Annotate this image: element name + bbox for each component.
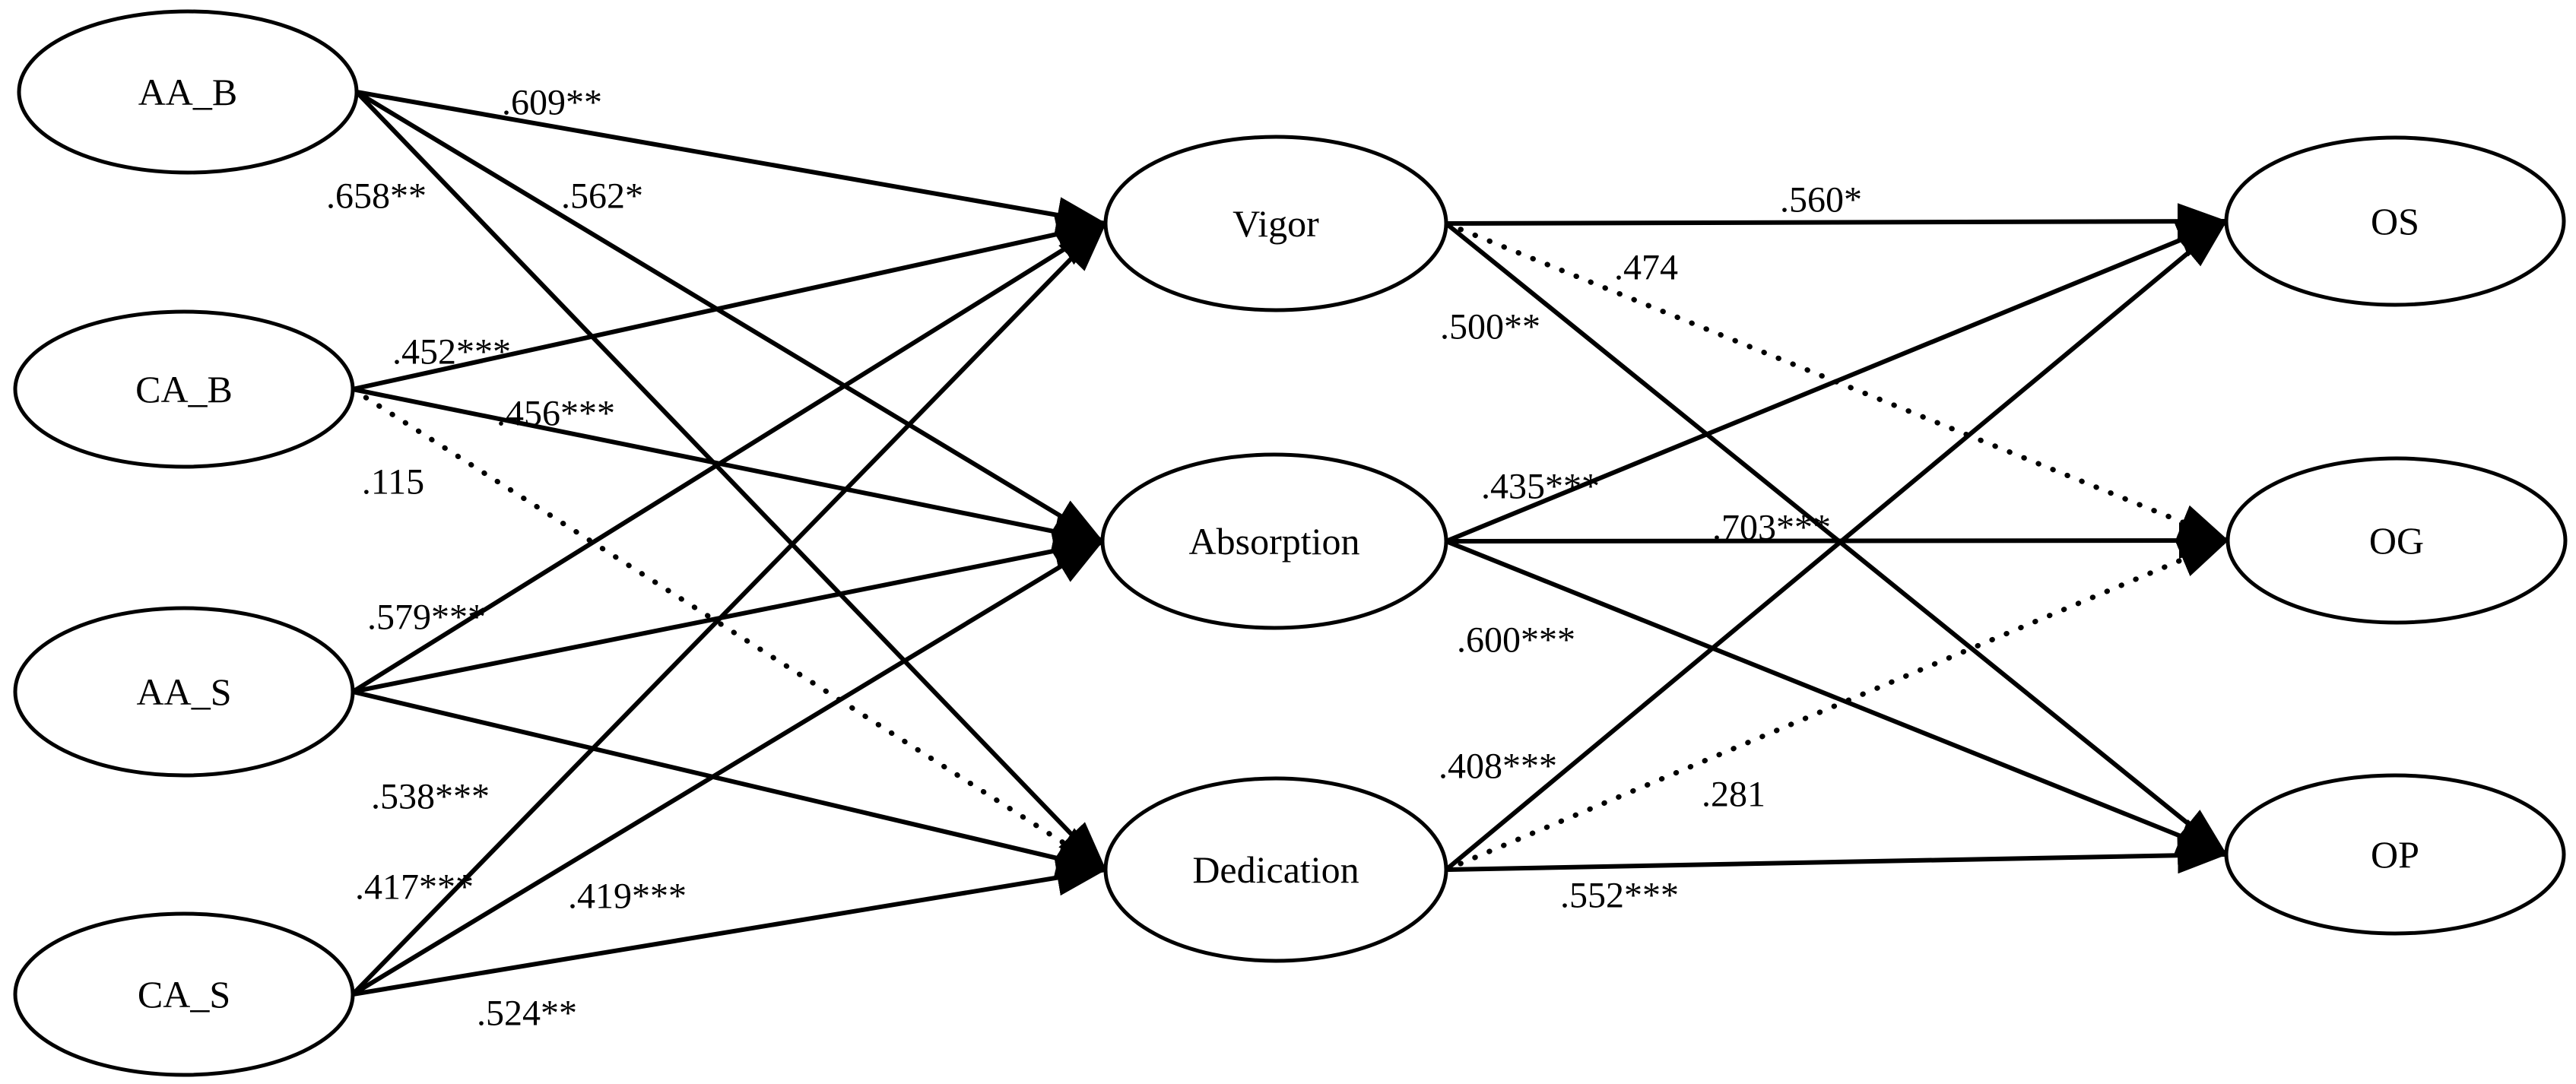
edge-Absorption-OS (1445, 219, 2228, 544)
edge-Dedication-OG (1443, 537, 2231, 873)
edge-label-Dedication-OG: .281 (1702, 775, 1765, 815)
edge-label-AA_B-Absorption: .562* (561, 176, 643, 217)
edge-label-CA_S-Absorption: .419*** (568, 876, 687, 917)
node-AA_S (13, 606, 355, 778)
node-label-CA_S: CA_S (138, 973, 230, 1016)
edge-label-AA_S-Vigor: .579*** (367, 597, 486, 638)
nodes-layer: AA_B CA_B AA_S CA_S VigorAbsorptionDedicatio… (13, 9, 2568, 1077)
edge-label-CA_B-Dedication: .115 (362, 462, 424, 502)
node-OP (2224, 773, 2566, 936)
node-label-OG: OG (2369, 519, 2424, 562)
edge-label-AA_B-Dedication: .658** (326, 176, 427, 217)
node-label-OS: OS (2371, 200, 2419, 242)
edge-AA_B-Vigor (356, 90, 1107, 233)
edges-layer (350, 90, 2231, 997)
edge-label-Absorption-OS: .435*** (1481, 467, 1600, 507)
edge-CA_S-Vigor (351, 221, 1108, 997)
edge-label-CA_S-Vigor: .417*** (355, 867, 474, 908)
node-label-AA_B: AA_B (138, 71, 238, 113)
edge-AA_S-Dedication (352, 689, 1107, 876)
edge-label-CA_B-Vigor: .452*** (392, 332, 511, 372)
node-AA_B (17, 9, 359, 175)
node-label-OP: OP (2371, 833, 2419, 876)
node-Dedication (1103, 776, 1448, 963)
edge-Vigor-OS (1445, 203, 2228, 240)
node-CA_B (13, 309, 355, 469)
node-Vigor (1103, 135, 1448, 312)
edge-labels-layer: .609** .562* .658** .452*** .456*** .115 .579*… (326, 83, 1862, 1034)
node-CA_S (13, 911, 355, 1077)
node-label-Vigor: Vigor (1232, 202, 1319, 245)
node-label-CA_B: CA_B (135, 368, 233, 410)
edge-CA_B-Vigor (352, 216, 1107, 391)
edge-CA_S-Dedication (352, 859, 1107, 997)
edge-Dedication-OS (1445, 219, 2228, 872)
edge-Absorption-OP (1445, 539, 2228, 857)
edge-AA_B-Dedication (354, 90, 1108, 872)
edge-label-Absorption-OG: .703*** (1712, 508, 1831, 548)
edge-label-Vigor-OG: .474 (1614, 248, 1678, 288)
edge-label-CA_S-Dedication: .524** (477, 994, 577, 1034)
edge-AA_S-Vigor (351, 221, 1107, 694)
edge-label-Absorption-OP: .600*** (1457, 620, 1575, 661)
node-label-Absorption: Absorption (1189, 520, 1360, 563)
edge-label-Vigor-OS: .560* (1780, 180, 1862, 220)
edge-label-AA_S-Dedication: .538*** (371, 777, 490, 817)
node-OG (2225, 456, 2568, 625)
edge-Dedication-OP (1445, 837, 2228, 874)
edge-Absorption-OG (1445, 522, 2229, 559)
edge-label-Vigor-OP: .500** (1440, 307, 1540, 347)
edge-AA_B-Absorption (355, 90, 1104, 544)
edge-AA_S-Absorption (352, 533, 1104, 694)
node-label-Dedication: Dedication (1192, 848, 1359, 891)
node-OS (2224, 135, 2566, 307)
edge-label-CA_B-Absorption: .456*** (496, 394, 615, 434)
node-label-AA_S: AA_S (136, 670, 231, 713)
edge-label-AA_B-Vigor: .609** (502, 83, 602, 123)
edge-label-Dedication-OS: .408*** (1439, 746, 1557, 787)
edge-CA_S-Absorption (351, 539, 1104, 997)
edge-CA_B-Absorption (352, 387, 1104, 550)
edge-label-Dedication-OP: .552*** (1560, 876, 1679, 916)
node-Absorption (1100, 452, 1448, 630)
